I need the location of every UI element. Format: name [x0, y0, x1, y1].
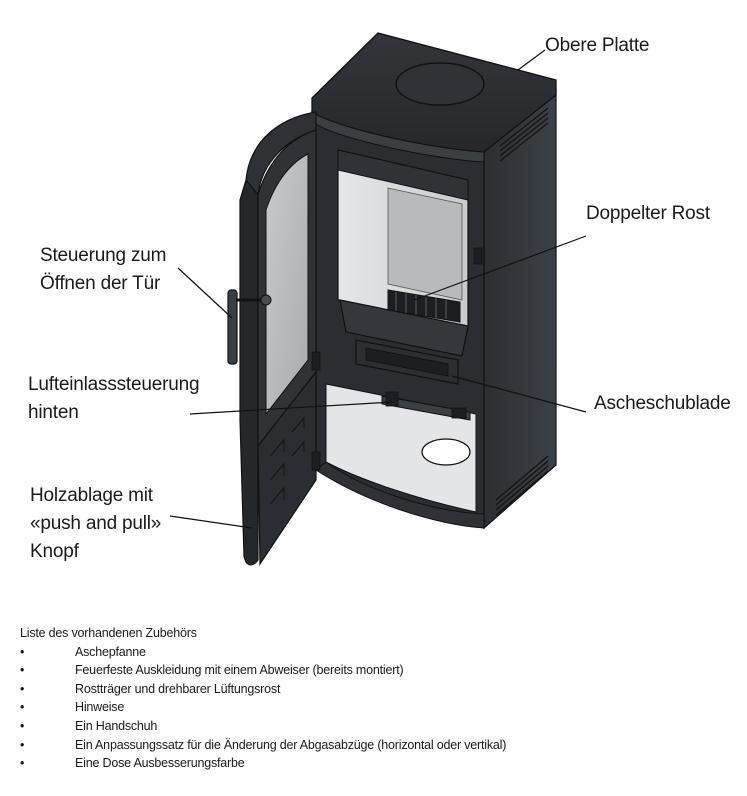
side-vents: [495, 107, 549, 516]
firebox-back: [387, 187, 463, 301]
label-door-control-line-1: Steuerung zum: [40, 245, 167, 266]
ash-lip: [339, 299, 469, 357]
list-item-text: Hinweise: [75, 700, 125, 715]
label-door-control-line-2: Öffnen der Tür: [40, 273, 161, 294]
door-handle: [227, 289, 272, 365]
bullet-icon: •: [20, 663, 25, 678]
bullet-icon: •: [20, 681, 25, 696]
double-grate: [387, 289, 461, 323]
list-item-text: Ein Handschuh: [75, 718, 158, 733]
air-inlet-control: [381, 391, 471, 421]
label-wood-storage: Holzablage mit «push and pull» Knopf: [30, 482, 161, 566]
stove-base: [315, 461, 485, 529]
list-item: • Ein Handschuh: [20, 717, 720, 736]
label-wood-storage-line-1: Holzablage mit: [30, 485, 153, 506]
label-double-grate: Doppelter Rost: [586, 200, 710, 228]
side-panel: [483, 88, 557, 530]
stove-diagram: [169, 32, 587, 566]
label-ash-drawer-line-1: Ascheschublade: [594, 393, 731, 414]
list-item-text: Feuerfeste Auskleidung mit einem Abweise…: [75, 663, 404, 678]
bullet-icon: •: [20, 700, 25, 715]
list-item: • Aschepfanne: [20, 643, 720, 662]
list-item-text: Rostträger und drehbarer Lüftungsrost: [75, 681, 281, 696]
accessories-items: • Aschepfanne • Feuerfeste Auskleidung mit…: [20, 643, 720, 773]
lower-compartment: [325, 383, 477, 513]
label-ash-drawer: Ascheschublade: [594, 390, 731, 418]
label-wood-storage-line-3: Knopf: [30, 541, 79, 562]
label-wood-storage-line-2: «push and pull»: [30, 513, 162, 534]
list-item: • Rostträger und drehbarer Lüftungsrost: [20, 680, 720, 699]
leader-lines: [169, 49, 587, 529]
label-top-plate-line-1: Obere Platte: [545, 35, 650, 56]
accessories-list: Liste des vorhandenen Zubehörs • Aschepfa…: [20, 624, 720, 773]
top-plate-edge: [311, 110, 485, 163]
door-glass: [265, 153, 309, 416]
list-item: • Hinweise: [20, 698, 720, 717]
bullet-icon: •: [20, 756, 25, 771]
label-air-inlet: Lufteinlasssteuerung hinten: [28, 371, 200, 427]
bullet-icon: •: [20, 737, 25, 752]
list-item-text: Ein Anpassungssatz für die Änderung der …: [75, 737, 507, 752]
list-item: • Feuerfeste Auskleidung mit einem Abweis…: [20, 661, 720, 680]
top-plate-hotplate: [395, 62, 485, 106]
list-item: • Eine Dose Ausbesserungsfarbe: [20, 754, 720, 773]
door-panel: [239, 178, 259, 566]
list-item: • Ein Anpassungssatz für die Änderung der…: [20, 736, 720, 755]
rear-air-opening: [421, 438, 471, 466]
bullet-icon: •: [20, 644, 25, 659]
firebox-baffle: [337, 149, 469, 201]
label-top-plate: Obere Platte: [545, 32, 649, 60]
bullet-icon: •: [20, 718, 25, 733]
door-top-curve: [245, 111, 317, 197]
label-air-inlet-line-1: Lufteinlasssteuerung: [28, 374, 200, 395]
accessories-title: Liste des vorhandenen Zubehörs: [20, 626, 197, 640]
wood-storage-door: [257, 370, 317, 566]
label-double-grate-line-1: Doppelter Rost: [586, 203, 710, 224]
list-item-text: Eine Dose Ausbesserungsfarbe: [75, 756, 245, 771]
label-door-control: Steuerung zum Öffnen der Tür: [40, 242, 166, 298]
label-air-inlet-line-2: hinten: [28, 402, 79, 423]
list-item-text: Aschepfanne: [75, 644, 146, 659]
wood-storage-slots: [269, 416, 305, 505]
